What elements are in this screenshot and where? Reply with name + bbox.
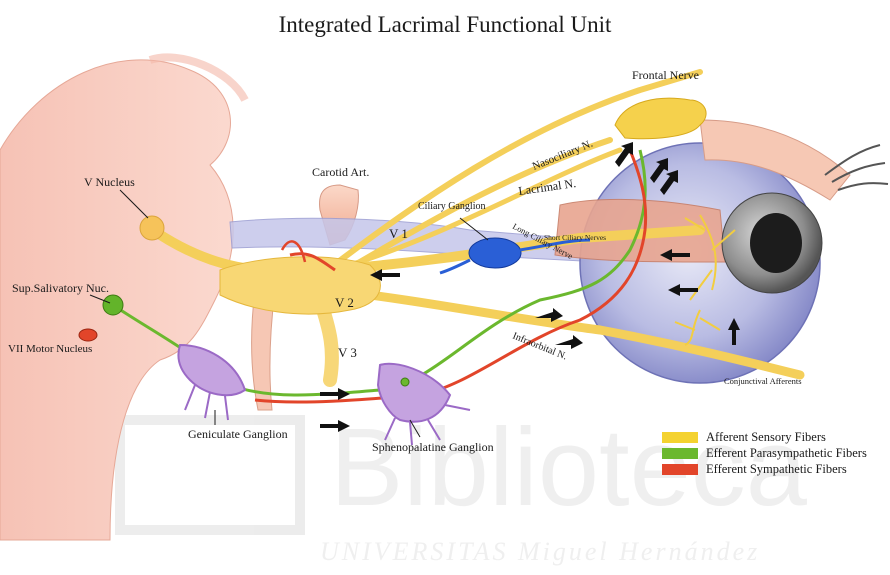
label-vii-motor: VII Motor Nucleus [8,343,92,355]
v-nucleus-dot [140,216,164,240]
legend-label-sympathetic: Efferent Sympathetic Fibers [706,462,847,477]
label-sup-salivatory: Sup.Salivatory Nuc. [12,281,109,295]
label-v2: V 2 [335,295,354,310]
label-ciliary-ganglion: Ciliary Ganglion [418,201,486,212]
legend-swatch-parasympathetic [662,448,698,459]
vii-motor-nucleus-dot [79,329,97,341]
legend-item-sensory: Afferent Sensory Fibers [662,430,867,445]
trigeminal-ganglion [220,257,380,314]
label-sphenopalatine: Sphenopalatine Ganglion [372,440,494,454]
legend-label-sensory: Afferent Sensory Fibers [706,430,826,445]
pupil [750,213,802,273]
label-v3: V 3 [338,345,357,360]
lacrimal-gland [615,98,706,138]
label-geniculate: Geniculate Ganglion [188,427,288,441]
legend-swatch-sympathetic [662,464,698,475]
label-v-nucleus: V Nucleus [84,175,135,189]
legend-item-sympathetic: Efferent Sympathetic Fibers [662,462,867,477]
label-v1: V 1 [389,226,408,241]
sup-salivatory-nucleus-dot [103,295,123,315]
legend-item-parasympathetic: Efferent Parasympathetic Fibers [662,446,867,461]
legend: Afferent Sensory Fibers Efferent Parasym… [662,430,867,478]
geniculate-ganglion-shape [178,345,245,420]
legend-label-parasympathetic: Efferent Parasympathetic Fibers [706,446,867,461]
watermark-subtitle: UNIVERSITAS Miguel Hernández [320,537,760,566]
ciliary-ganglion-shape [469,238,521,268]
label-frontal-nerve: Frontal Nerve [632,68,699,82]
label-nasociliary: Nasociliary N. [531,138,595,173]
label-conjunctival: Conjunctival Afferents [724,376,802,386]
label-lacrimal-n: Lacrimal N. [517,176,576,198]
label-carotid: Carotid Art. [312,165,369,179]
diagram-title: Integrated Lacrimal Functional Unit [0,12,890,38]
legend-swatch-sensory [662,432,698,443]
